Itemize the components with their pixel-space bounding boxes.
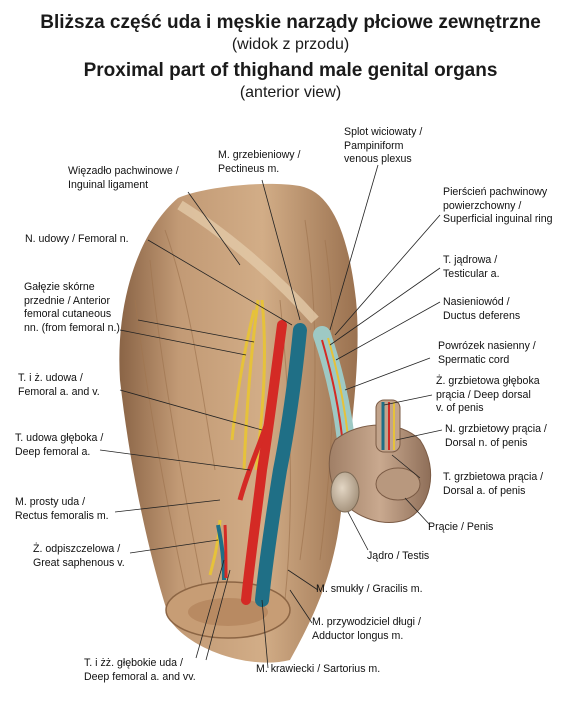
label-deep-femoral-av: T. i żż. głębokie uda / Deep femoral a. … [84,657,196,683]
label-femoral-artery-vein: T. i ż. udowa / Femoral a. and v. [18,372,100,398]
deep-femoral-branch-shape [237,419,271,501]
femoral-vein-shape [255,323,307,607]
label-testis: Jądro / Testis [367,550,430,562]
title-polish: Bliższa część uda i męskie narządy płcio… [40,12,541,33]
cut-section-inner [188,598,268,626]
label-femoral-nerve: N. udowy / Femoral n. [25,233,129,245]
label-adductor-longus: M. przywodziciel długi / Adductor longus… [312,616,421,642]
testis-shape [330,471,360,513]
label-deep-femoral-artery: T. udowa głęboka / Deep femoral a. [15,432,104,458]
label-inguinal-ligament: Więzadło pachwinowe / Inguinal ligament [68,165,179,191]
label-rectus-femoris: M. prosty uda / Rectus femoralis m. [15,496,109,522]
label-spermatic-cord: Powrózek nasienny / Spermatic cord [438,340,536,366]
title-english: Proximal part of thighand male genital o… [83,60,498,81]
deep-femoral-vessel-shape [223,524,228,579]
label-great-saphenous-vein: Ż. odpiszczelowa / Great saphenous v. [33,543,125,569]
label-anterior-cutaneous-nerves: Gałęzie skórne przednie / Anterior femor… [24,281,120,334]
inguinal-ligament-shape [177,200,319,324]
label-penis: Prącie / Penis [428,521,494,533]
label-dorsal-artery-penis: T. grzbietowa prącia / Dorsal a. of peni… [443,471,544,497]
label-pampiniform-plexus: Splot wiciowaty / Pampiniform venous ple… [344,126,423,165]
saphenous-vessel-shape [216,524,226,581]
femoral-artery-shape [241,320,287,605]
label-superficial-inguinal-ring: Pierścień pachwinowy powierzchowny / Sup… [443,186,553,225]
label-pectineus: M. grzebieniowy / Pectineus m. [218,149,301,175]
label-testicular-artery: T. jądrowa / Testicular a. [443,254,500,280]
label-gracilis: M. smukły / Gracilis m. [316,583,423,595]
label-ductus-deferens: Nasieniowód / Ductus deferens [443,296,521,322]
title-english-view: (anterior view) [239,84,342,101]
label-sartorius: M. krawiecki / Sartorius m. [256,663,381,675]
leader-lines [99,164,443,669]
glans-shape [375,467,421,501]
label-dorsal-nerve-penis: N. grzbietowy prącia / Dorsal n. of peni… [445,423,547,449]
title-polish-view: (widok z przodu) [231,36,350,53]
label-deep-dorsal-vein: Ż. grzbietowa głęboka prącia / Deep dors… [436,375,540,414]
